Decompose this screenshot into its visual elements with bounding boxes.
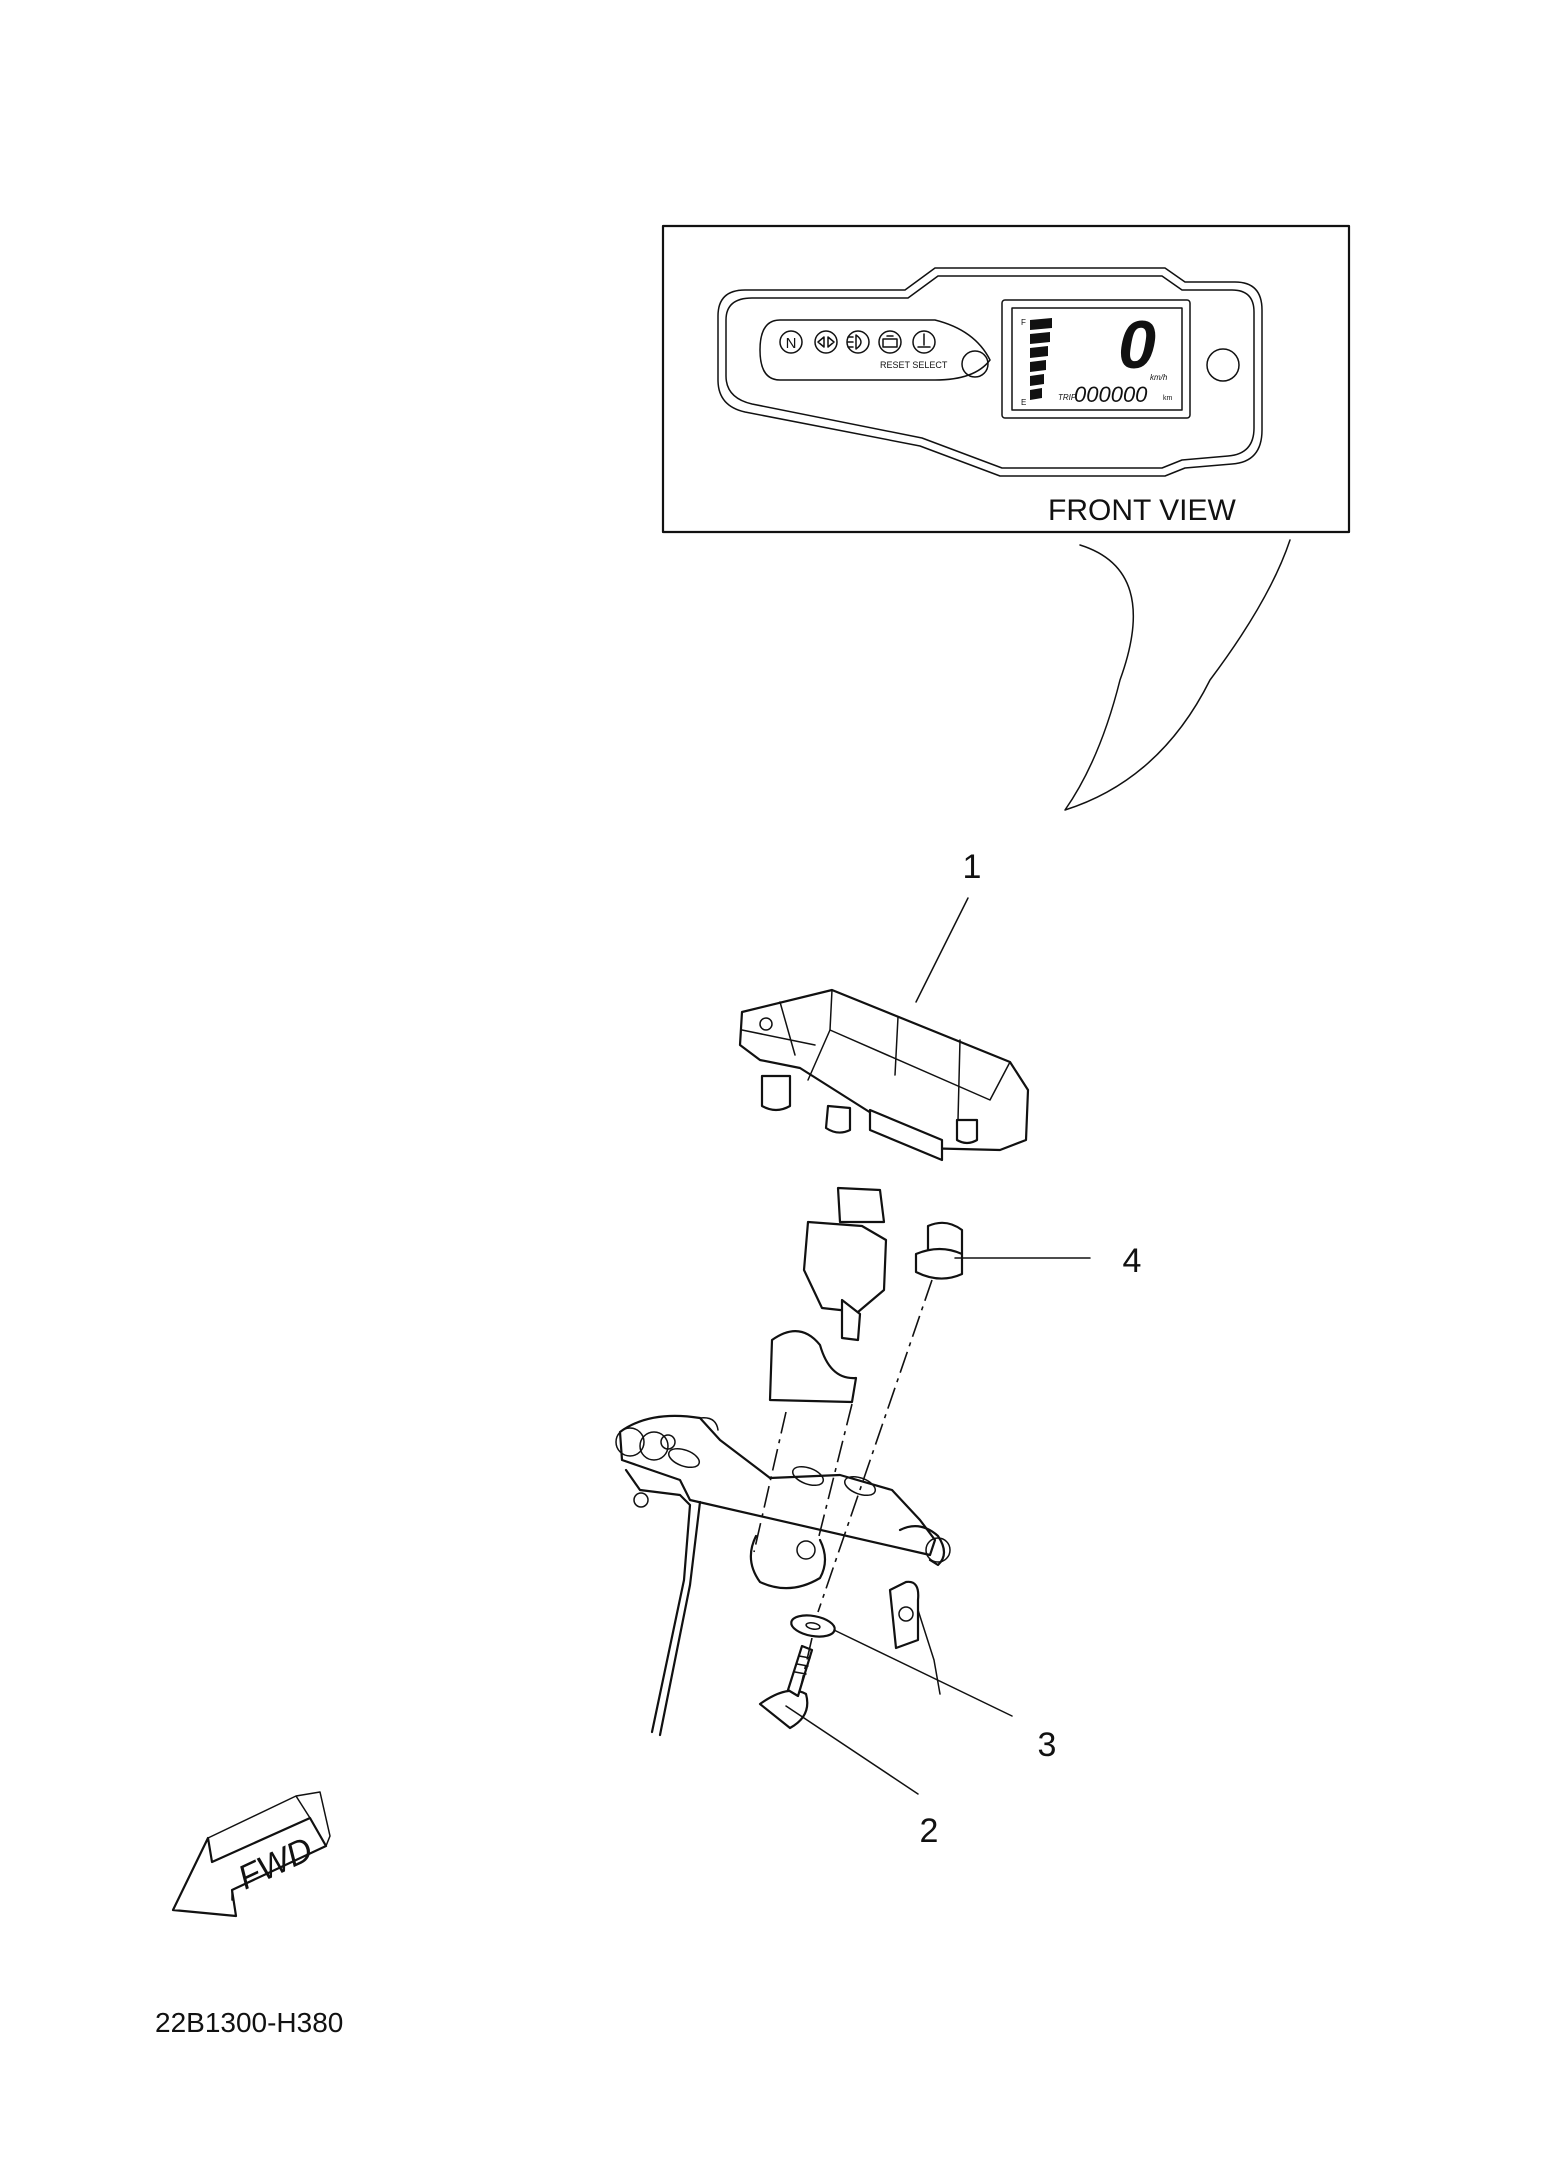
fuel-full-label: F: [1021, 318, 1026, 327]
meter-bracket: [615, 1414, 951, 1737]
indicator-panel: [759, 319, 991, 381]
front-view-label: FRONT VIEW: [1048, 494, 1236, 527]
temperature-icon: [912, 330, 936, 354]
neutral-symbol: N: [786, 335, 797, 352]
meter-assembly: [738, 988, 1030, 1162]
assembly-line-a: [753, 1411, 787, 1553]
meter-outline-inner: [725, 275, 1255, 469]
speed-unit: km/h: [1150, 373, 1168, 382]
leader-2: [785, 1705, 919, 1795]
engine-check-icon: [878, 330, 902, 354]
meter-connector: [768, 1186, 888, 1404]
odometer-readout: 000000: [1074, 382, 1148, 407]
odo-unit: km: [1163, 395, 1173, 402]
front-view-inset: N RESET SELECT F E 0 km/h TRIP 000000 km…: [661, 224, 1351, 534]
fuel-empty-label: E: [1021, 398, 1026, 407]
washer: [790, 1614, 836, 1638]
lcd-frame: [1001, 299, 1191, 419]
neutral-icon: [779, 330, 803, 354]
assembly-line-d: [799, 1637, 813, 1691]
turn-signal-icon: [814, 330, 838, 354]
grommet: [914, 1221, 964, 1280]
lcd-screen: [1011, 307, 1183, 411]
diagram-code: 22B1300-H380: [155, 2007, 343, 2038]
meter-outline-outer: [717, 267, 1263, 477]
fwd-arrow: FWD: [171, 1791, 331, 1918]
inset-frame: [661, 224, 1351, 534]
reset-select-label: RESET SELECT: [880, 360, 948, 370]
reset-select-button: [961, 350, 989, 378]
high-beam-icon: [846, 330, 870, 354]
leader-3: [833, 1629, 1013, 1717]
inset-pointer: [1064, 539, 1291, 811]
gear-digit: 0: [1118, 307, 1156, 383]
fuel-gauge-bars: [1030, 318, 1052, 400]
bolt: [758, 1644, 814, 1730]
trip-label: TRIP: [1058, 393, 1077, 402]
callout-2: 2: [920, 1812, 939, 1850]
callout-3: 3: [1038, 1726, 1057, 1764]
callout-4: 4: [1123, 1242, 1142, 1280]
callout-1: 1: [963, 848, 982, 886]
leader-1: [915, 897, 969, 1003]
assembly-line-c: [817, 1279, 933, 1613]
assembly-line-b: [817, 1403, 853, 1541]
mount-hole-right: [1206, 348, 1240, 382]
